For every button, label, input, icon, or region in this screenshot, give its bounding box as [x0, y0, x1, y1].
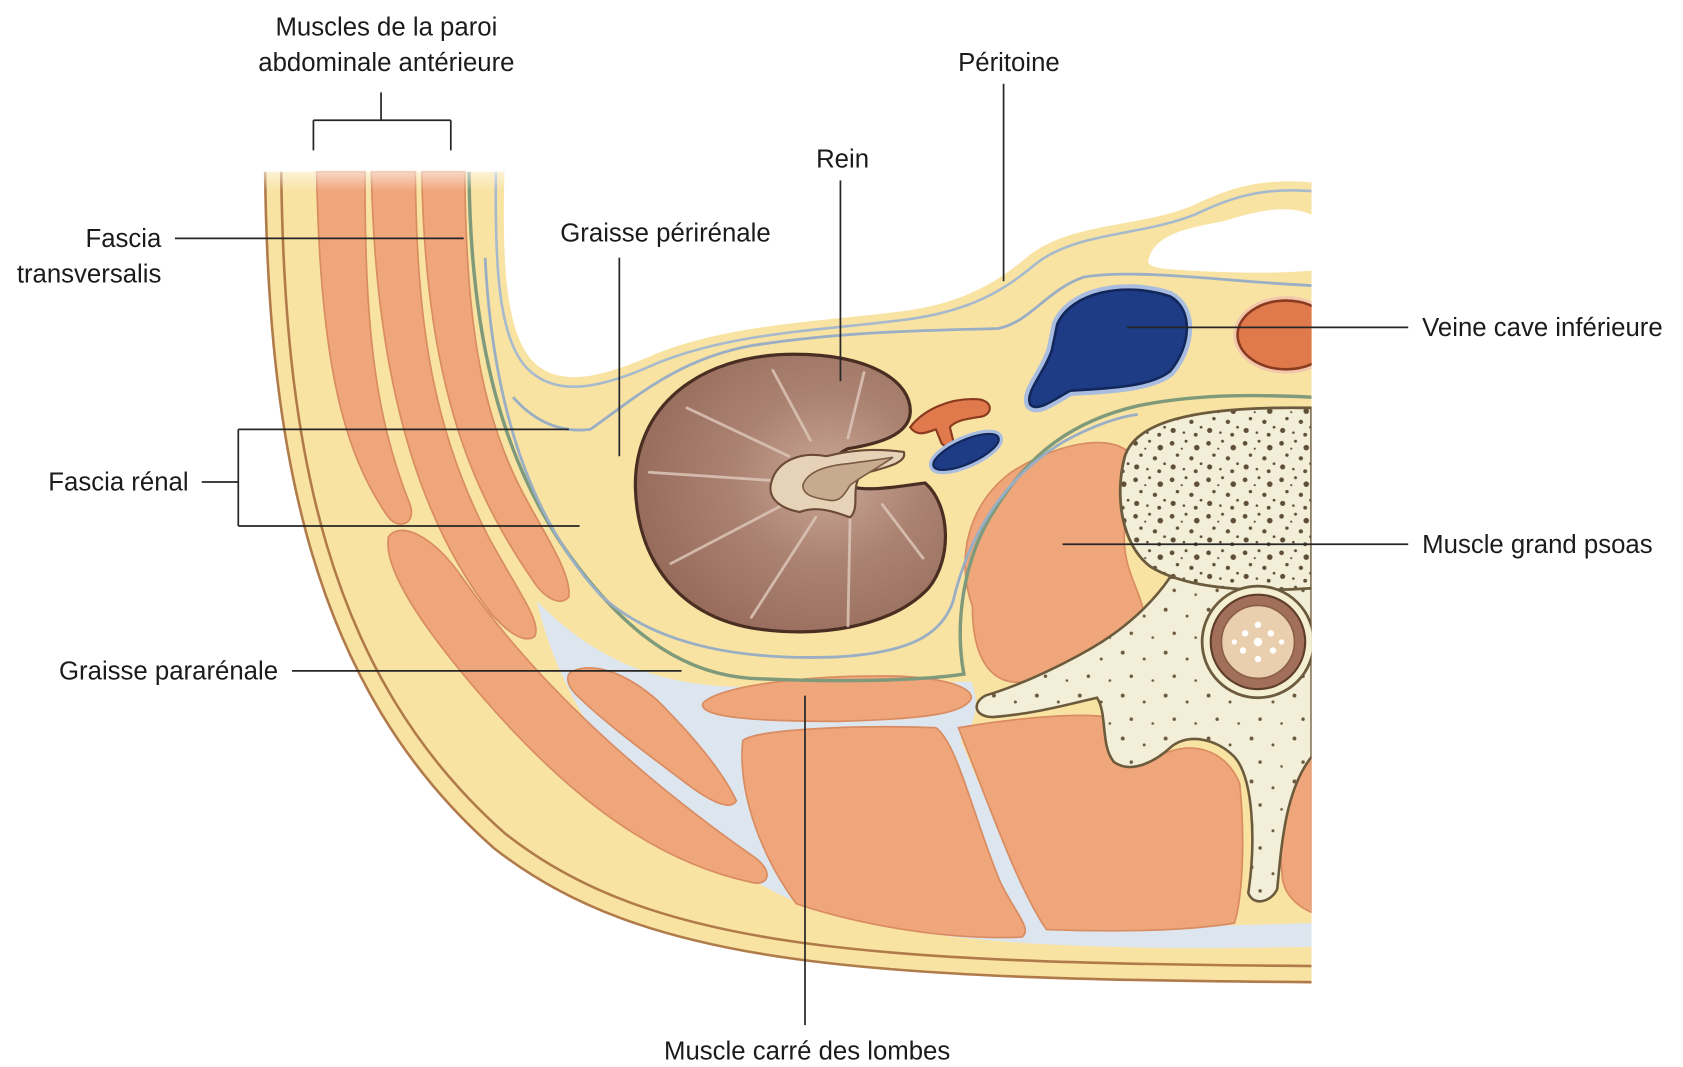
label-veine-cave-inferieure: Veine cave inférieure [1422, 314, 1663, 342]
label-fascia-renal: Fascia rénal [48, 469, 188, 497]
top-fade [253, 157, 515, 191]
label-fascia-transversalis-line1: Fascia [86, 225, 163, 253]
label-graisse-pararenale: Graisse pararénale [59, 657, 278, 685]
label-peritoine: Péritoine [958, 49, 1060, 77]
label-muscle-grand-psoas: Muscle grand psoas [1422, 531, 1652, 559]
kidney [635, 354, 945, 632]
label-muscles-paroi-line1: Muscles de la paroi [275, 13, 497, 41]
vertebral-body [1120, 408, 1311, 590]
label-muscles-paroi-line2: abdominale antérieure [258, 49, 514, 77]
label-fascia-transversalis-line2: transversalis [17, 260, 162, 288]
label-graisse-perirenale: Graisse périrénale [560, 220, 770, 248]
label-muscle-carre-des-lombes: Muscle carré des lombes [664, 1037, 950, 1065]
label-rein: Rein [816, 145, 869, 173]
